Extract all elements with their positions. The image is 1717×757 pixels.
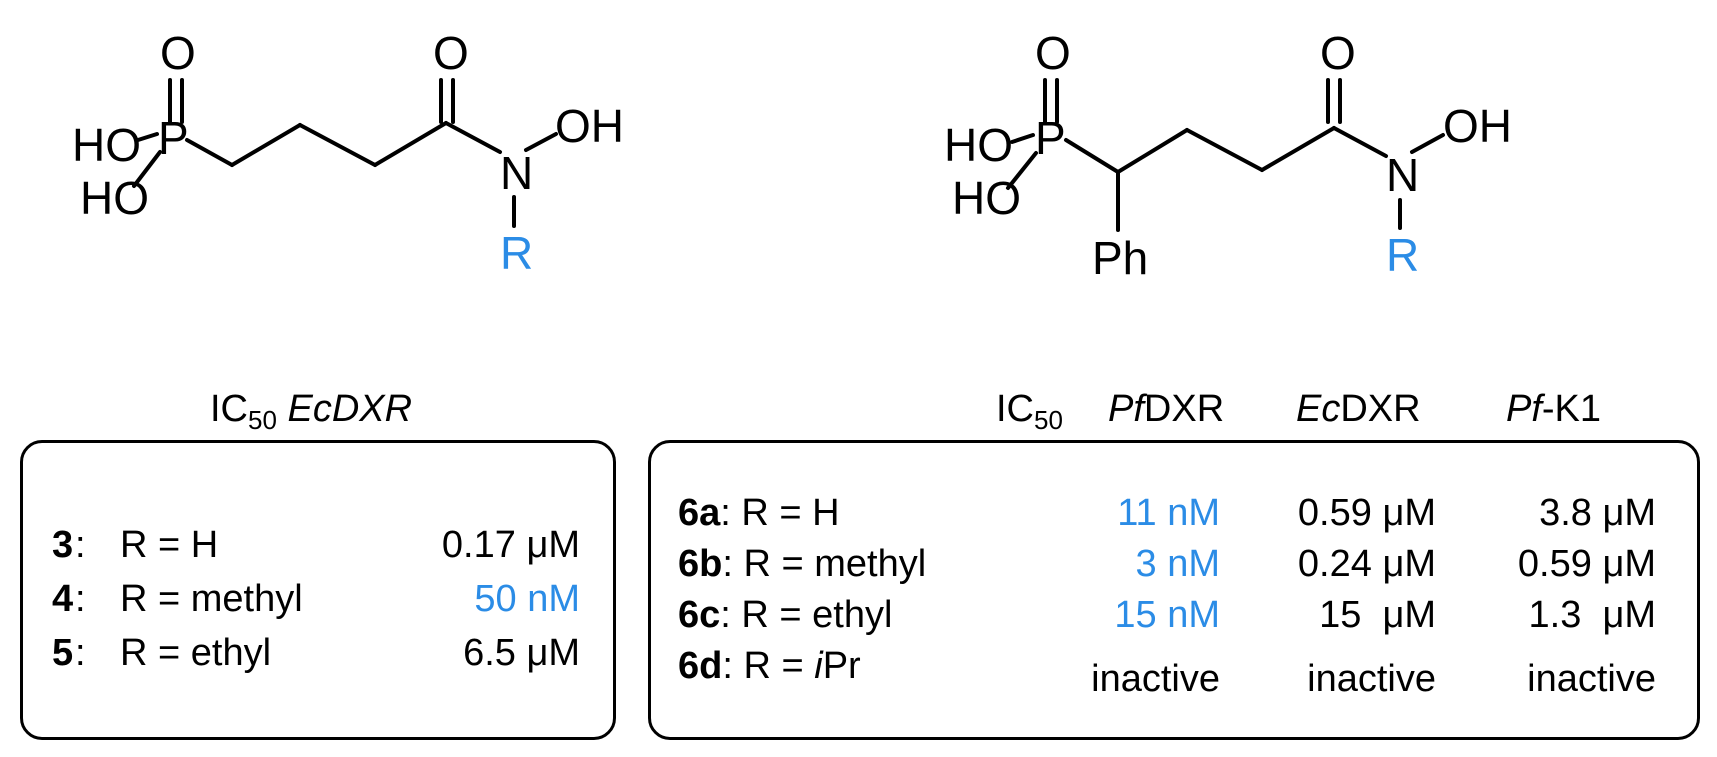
ic50-value-highlight: 50 nM	[474, 578, 580, 620]
atom-hydroxyl: HO	[72, 119, 141, 171]
ic50-value: 0.17 μM	[441, 524, 580, 566]
pfdxr-value-highlight: 3 nM	[1135, 543, 1220, 585]
table-right-box	[648, 440, 1700, 740]
r-substituent: R = H	[741, 492, 840, 534]
compound-number: 6b	[678, 543, 723, 585]
pfdxr-value-highlight: 15 nM	[1114, 594, 1220, 636]
r-substituent: R =	[743, 645, 815, 687]
atom-oxygen: O	[160, 27, 196, 79]
header-italic-part: Pf	[1506, 388, 1542, 430]
table-left-header: IC50 EcDXR	[210, 388, 413, 433]
target-label: EcDXR	[287, 388, 413, 430]
r-substituent: R = methyl	[743, 543, 927, 585]
colon: :	[75, 524, 86, 566]
pfdxr-value-highlight: 11 nM	[1117, 492, 1220, 534]
ecdxr-value: 0.24 μM	[1297, 543, 1436, 585]
header-rest: -K1	[1541, 388, 1602, 430]
header-rest: DXR	[1143, 388, 1225, 430]
r-group: R	[500, 227, 534, 279]
r-substituent: R = ethyl	[120, 632, 272, 674]
colon: :	[75, 632, 86, 674]
column-header-ecdxr: EcDXR	[1296, 390, 1421, 428]
compound-number: 5	[52, 632, 74, 674]
atom-phosphorus: P	[158, 112, 189, 164]
column-header-pfk1: Pf-K1	[1506, 390, 1601, 428]
r-suffix: Pr	[822, 645, 861, 687]
compound-entry: 6a: R = H	[678, 492, 840, 534]
atom-oxygen: O	[433, 27, 469, 79]
pfk1-value: 3.8 μM	[1539, 492, 1656, 534]
pfdxr-value: inactive	[1091, 658, 1220, 700]
column-header-pfdxr: PfDXR	[1108, 390, 1224, 428]
atom-hydroxyl: OH	[1443, 100, 1512, 152]
colon: :	[75, 578, 86, 620]
header-italic-part: Ec	[1296, 388, 1341, 430]
atom-hydroxyl: HO	[952, 172, 1021, 224]
r-substituent: R = ethyl	[741, 594, 893, 636]
atom-nitrogen: N	[1386, 149, 1420, 201]
ic50-label: IC50	[996, 388, 1063, 433]
ecdxr-value: inactive	[1307, 658, 1436, 700]
compound-number: 6a	[678, 492, 721, 534]
r-substituent: R = methyl	[120, 578, 303, 620]
atom-nitrogen: N	[500, 147, 534, 199]
header-italic-part: Pf	[1108, 388, 1144, 430]
ic50-value: 6.5 μM	[463, 632, 580, 674]
atom-phosphorus: P	[1035, 112, 1066, 164]
compound-number: 4	[52, 578, 74, 620]
header-rest: DXR	[1340, 388, 1421, 430]
compound-entry: 6c: R = ethyl	[678, 594, 893, 636]
atom-hydroxyl: HO	[944, 119, 1013, 171]
ic-label: IC	[210, 388, 248, 430]
atom-oxygen: O	[1320, 27, 1356, 79]
pfk1-value: 1.3 μM	[1528, 594, 1657, 636]
atom-oxygen: O	[1035, 27, 1071, 79]
compound-number: 6d	[678, 645, 723, 687]
table-left-box	[20, 440, 616, 740]
right-molecule-bonds	[1006, 78, 1445, 232]
r-italic-prefix: i	[814, 645, 823, 687]
atom-hydroxyl: HO	[80, 172, 149, 224]
left-molecule-bonds	[132, 78, 558, 228]
ic-label: IC	[996, 388, 1034, 430]
atom-hydroxyl: OH	[555, 100, 624, 152]
phenyl-group: Ph	[1092, 232, 1149, 284]
pfk1-value: 0.59 μM	[1517, 543, 1656, 585]
ecdxr-value: 0.59 μM	[1297, 492, 1436, 534]
pfk1-value: inactive	[1527, 658, 1656, 700]
compound-number: 3	[52, 524, 74, 566]
ic-subscript: 50	[248, 405, 277, 435]
compound-number: 6c	[678, 594, 721, 636]
r-substituent: R = H	[120, 524, 219, 566]
compound-entry: 6b: R = methyl	[678, 543, 927, 585]
ecdxr-value: 15 μM	[1319, 594, 1436, 636]
compound-entry: 6d: R = iPr	[678, 645, 861, 687]
r-group: R	[1386, 229, 1420, 281]
ic-subscript: 50	[1034, 405, 1063, 435]
